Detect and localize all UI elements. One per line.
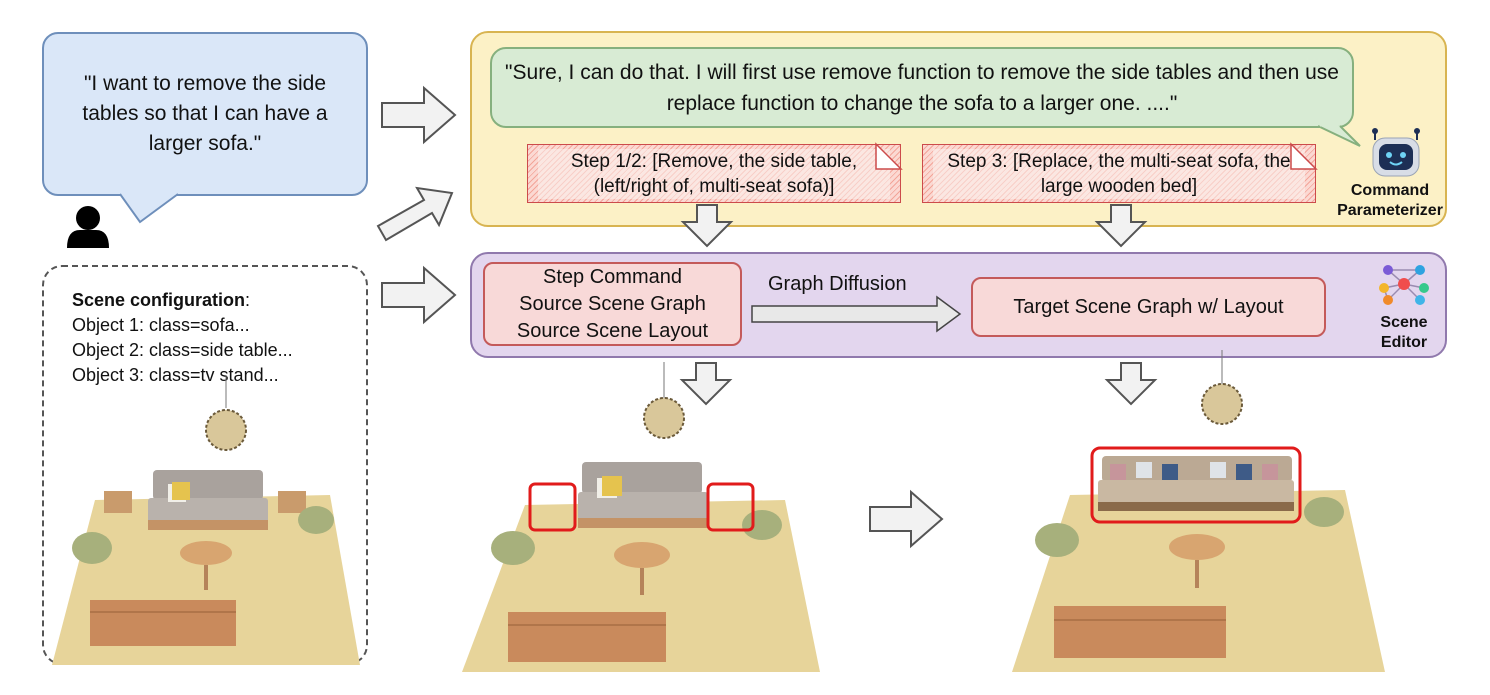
graph-diffusion-label: Graph Diffusion: [768, 273, 907, 295]
step-1-2-text: Step 1/2: [Remove, the side table, (left…: [538, 148, 890, 199]
step-1-2-note: Step 1/2: [Remove, the side table, (left…: [527, 144, 901, 203]
object-line: Object 2: class=side table...: [72, 340, 293, 360]
command-parameterizer-label: Command Parameterizer: [1337, 182, 1443, 219]
step-3-note: Step 3: [Replace, the multi-seat sofa, t…: [922, 144, 1316, 203]
arrow-diagonal: [376, 186, 454, 242]
arrow-right: [381, 265, 457, 325]
scene-configuration-heading: Scene configuration: [72, 290, 246, 310]
object-line: Object 1: class=sofa...: [72, 315, 250, 335]
arrow-down: [679, 362, 733, 406]
target-scene-graph-text: Target Scene Graph w/ Layout: [1013, 295, 1284, 318]
arrow-down: [680, 204, 734, 248]
source-line: Step Command: [543, 265, 682, 288]
arrow-right: [381, 85, 457, 145]
step-3-text: Step 3: [Replace, the multi-seat sofa, t…: [933, 148, 1305, 199]
user-speech-bubble: "I want to remove the side tables so tha…: [42, 32, 368, 196]
agent-response-bubble: "Sure, I can do that. I will first use r…: [490, 47, 1354, 128]
source-line: Source Scene Graph: [519, 292, 706, 315]
scene-configuration-text: Scene configuration: Object 1: class=sof…: [72, 288, 293, 388]
highlight-box: [528, 482, 577, 532]
user-message: "I want to remove the side tables so tha…: [82, 72, 328, 155]
source-inputs-box: Step Command Source Scene Graph Source S…: [483, 262, 742, 346]
arrow-down: [1104, 362, 1158, 406]
agent-response: "Sure, I can do that. I will first use r…: [505, 60, 1339, 115]
arrow-right: [869, 489, 944, 549]
object-line: Object 3: class=tv stand...: [72, 365, 279, 385]
highlight-box: [706, 482, 755, 532]
arrow-down: [1094, 204, 1148, 248]
scene-editor-label: Scene Editor: [1380, 314, 1428, 351]
source-line: Source Scene Layout: [516, 319, 709, 342]
highlight-box: [1090, 446, 1302, 524]
target-scene-graph-box: Target Scene Graph w/ Layout: [971, 277, 1326, 337]
